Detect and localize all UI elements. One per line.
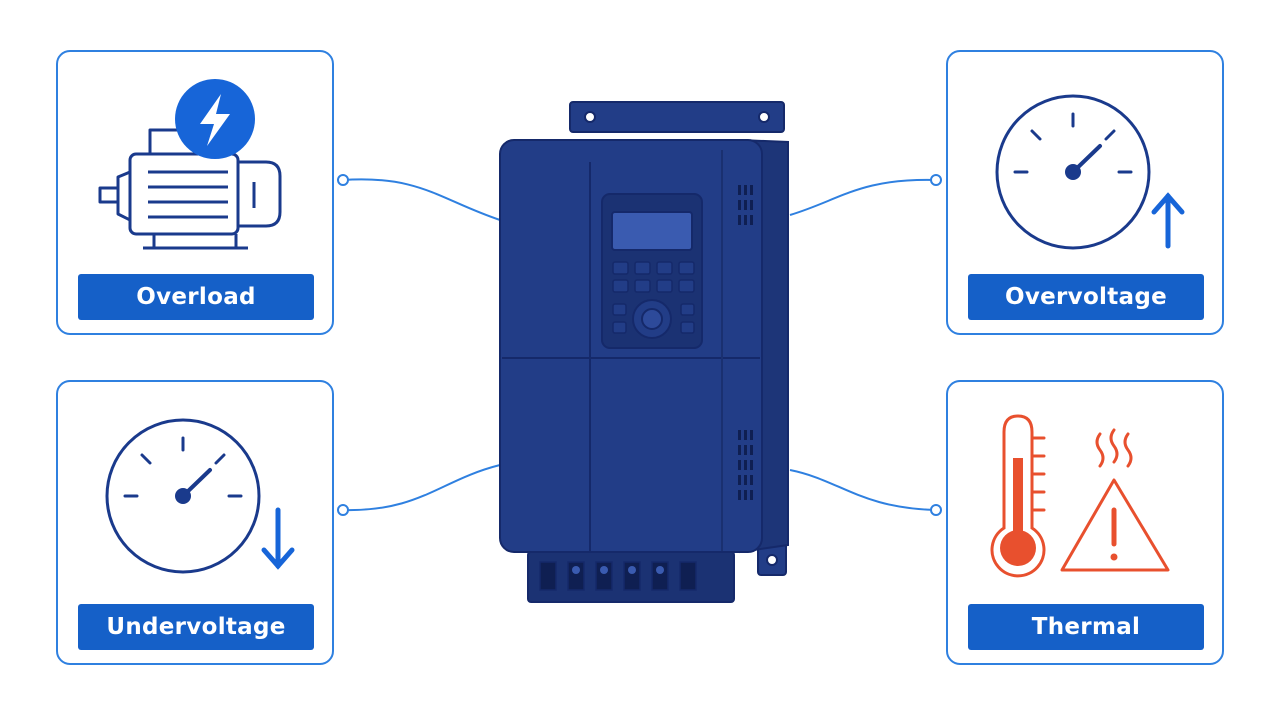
overvoltage-label: Overvoltage [968, 274, 1204, 320]
connector-overvoltage [789, 178, 937, 216]
undervoltage-card: Undervoltage [56, 380, 334, 665]
lightning-bolt-icon [175, 79, 255, 159]
connector-thermal [789, 469, 937, 511]
overload-label: Overload [78, 274, 314, 320]
thermal-label: Thermal [968, 604, 1204, 650]
arrow-down-icon [261, 507, 295, 570]
thermometer-icon [990, 414, 1046, 578]
connector-node [337, 504, 349, 516]
undervoltage-label: Undervoltage [78, 604, 314, 650]
connector-node [930, 174, 942, 186]
connector-node [930, 504, 942, 516]
overload-card: Overload [56, 50, 334, 335]
gauge-icon [105, 418, 261, 574]
connector-node [337, 174, 349, 186]
motor-icon [98, 128, 282, 250]
gauge-icon [995, 94, 1151, 250]
warning-triangle-icon [1060, 478, 1170, 572]
thermal-card: Thermal [946, 380, 1224, 665]
heat-waves-icon [1095, 428, 1133, 468]
overvoltage-card: Overvoltage [946, 50, 1224, 335]
drive-unit [499, 101, 789, 603]
connector-undervoltage [342, 464, 501, 512]
connector-overload [342, 178, 501, 221]
arrow-up-icon [1151, 192, 1185, 249]
